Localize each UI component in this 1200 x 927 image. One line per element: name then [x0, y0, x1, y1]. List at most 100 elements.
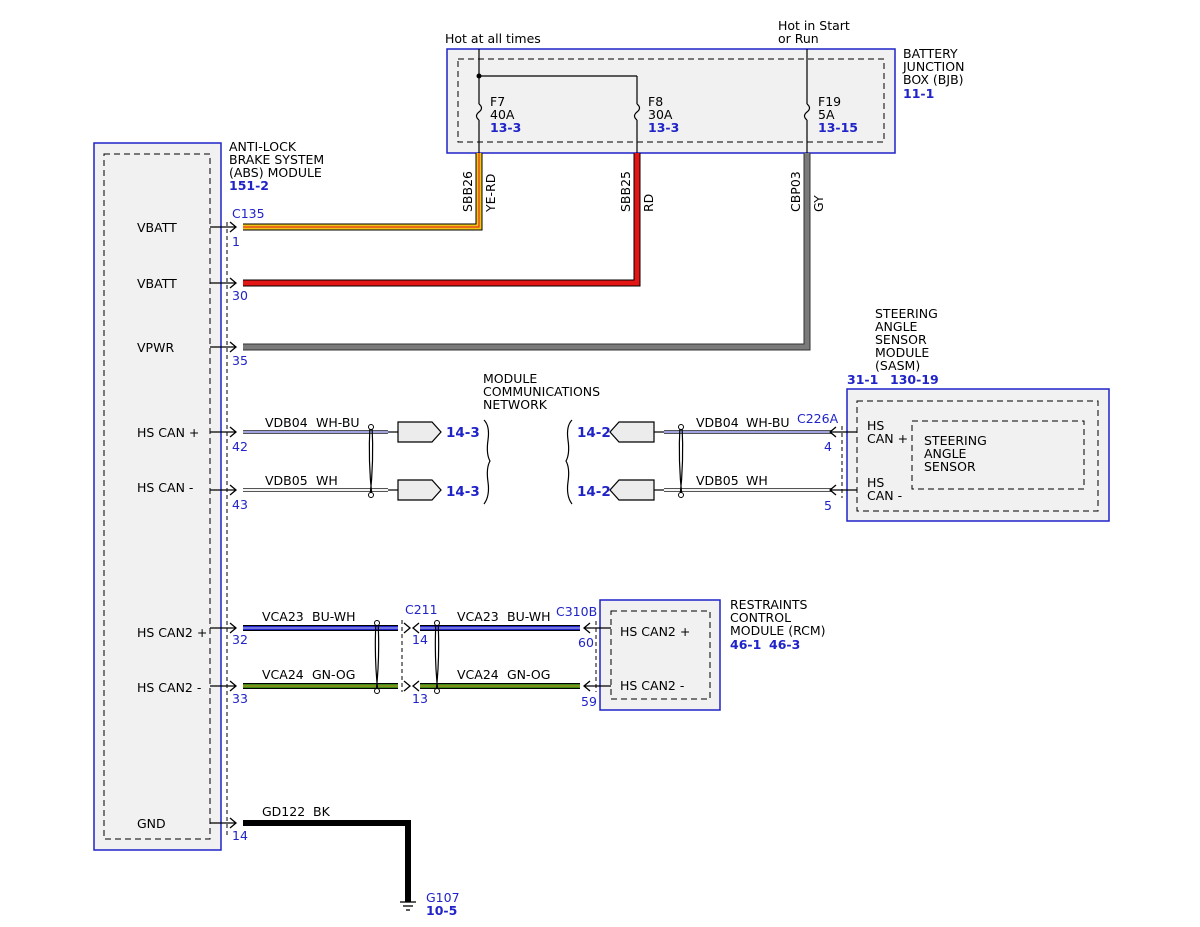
abs-label-2: BRAKE SYSTEM	[229, 152, 324, 167]
ground-icon	[400, 901, 416, 911]
wire-vca24-right-circuit: VCA24	[457, 667, 499, 682]
bjb-internal-bus	[475, 49, 811, 121]
abs-pin-label-vbatt-30: VBATT	[137, 276, 177, 291]
rcm-hscan2-minus: HS CAN2 -	[620, 678, 684, 693]
rcm-pin-59: 59	[581, 694, 597, 709]
rcm-pin-terminals	[582, 622, 611, 692]
wire-vca23-right-circuit: VCA23	[457, 609, 499, 624]
ground-g107: G107	[426, 890, 460, 905]
wire-cbp03	[243, 153, 810, 350]
fuse-f19-name: F19	[818, 94, 841, 109]
network-label-1: MODULE	[483, 371, 537, 386]
wire-sbb25-color: RD	[641, 194, 656, 212]
network-label-3: NETWORK	[483, 397, 548, 412]
abs-pin-1: 1	[232, 234, 240, 249]
sasm-pin-terminals	[828, 426, 857, 496]
network-ref-left-2: 14-3	[446, 484, 480, 500]
abs-label-3: (ABS) MODULE	[229, 165, 322, 180]
wire-sbb25-circuit: SBB25	[618, 171, 633, 212]
wire-sbb26-circuit: SBB26	[460, 171, 475, 212]
abs-pin-label-hscan2-minus: HS CAN2 -	[137, 680, 201, 695]
sasm-hscan-minus-2: CAN -	[867, 488, 902, 503]
ground-ref: 10-5	[426, 903, 457, 918]
sasm-label-2: ANGLE	[875, 319, 918, 334]
wire-vdb05-left-circuit: VDB05	[265, 473, 308, 488]
wire-gd122	[243, 820, 411, 902]
wire-vdb05-left-color: WH	[316, 473, 338, 488]
hot-in-start-label-1: Hot in Start	[778, 18, 850, 33]
sasm-inner-label-2: ANGLE	[924, 446, 967, 461]
network-brace-right-icon	[565, 419, 573, 505]
network-brace-left-icon	[483, 419, 491, 505]
abs-pin-label-hscan2-plus: HS CAN2 +	[137, 625, 207, 640]
wire-vca23-right-color: BU-WH	[507, 609, 551, 624]
sasm-ref-1: 31-1	[847, 372, 878, 387]
fuse-f8-rating: 30A	[648, 107, 673, 122]
fuse-f8-name: F8	[648, 94, 663, 109]
rcm-label-3: MODULE (RCM)	[730, 623, 826, 638]
abs-pin-label-vpwr: VPWR	[137, 340, 174, 355]
hs-can-minus-continuation-flag-right	[609, 479, 655, 501]
bjb-splice-dot	[476, 73, 482, 79]
abs-pin-32: 32	[232, 632, 248, 647]
abs-pin-label-hscan-minus: HS CAN -	[137, 480, 193, 495]
fuse-f7-icon	[475, 103, 483, 121]
wire-cbp03-outline	[243, 153, 811, 351]
wire-vdb05-right-color: WH	[746, 473, 768, 488]
wire-vca24-left-circuit: VCA24	[262, 667, 304, 682]
sasm-hscan-minus-1: HS	[867, 475, 884, 490]
sasm-hscan-plus-2: CAN +	[867, 431, 908, 446]
sasm-connector-c226a: C226A	[797, 411, 839, 426]
sasm-label-5: (SASM)	[875, 358, 920, 373]
wire-vdb04-left-color: WH-BU	[316, 415, 360, 430]
sasm-inner-label-1: STEERING	[924, 433, 987, 448]
wire-sbb25	[243, 153, 640, 286]
rcm-label-1: RESTRAINTS	[730, 597, 808, 612]
hs-can-right-wires	[609, 421, 832, 501]
wire-vca24-left-color: GN-OG	[312, 667, 355, 682]
abs-pin-35: 35	[232, 353, 248, 368]
wire-vca24-right-color: GN-OG	[507, 667, 550, 682]
sasm-label-4: MODULE	[875, 345, 929, 360]
abs-pin-label-hscan-plus: HS CAN +	[137, 425, 199, 440]
abs-pin-terminals	[210, 221, 238, 829]
network-label-2: COMMUNICATIONS	[483, 384, 600, 399]
network-ref-right-1: 14-2	[577, 425, 611, 441]
abs-pin-14: 14	[232, 828, 248, 843]
fuse-f19-ref: 13-15	[818, 120, 858, 135]
rcm-pin-60: 60	[578, 635, 594, 650]
fuse-f8-ref: 13-3	[648, 120, 679, 135]
twisted-pair-right-icon	[678, 424, 684, 498]
hs-can-left-wires	[243, 421, 442, 501]
wire-vdb04-right-color: WH-BU	[746, 415, 790, 430]
bjb-module	[446, 48, 896, 154]
twisted-pair-left-icon	[368, 424, 374, 498]
wire-cbp03-color: GY	[811, 195, 826, 212]
abs-pin-label-vbatt-1: VBATT	[137, 220, 177, 235]
bjb-label-1: BATTERY	[903, 46, 958, 61]
bjb-label-2: JUNCTION	[902, 59, 964, 74]
abs-pin-30: 30	[232, 288, 248, 303]
network-ref-left-1: 14-3	[446, 425, 480, 441]
sasm-label-1: STEERING	[875, 306, 938, 321]
c211-pin-14: 14	[412, 632, 428, 647]
hs-can-minus-continuation-flag-left	[397, 479, 442, 501]
rcm-label-2: CONTROL	[730, 610, 791, 625]
bjb-label-3: BOX (BJB)	[903, 72, 964, 87]
hs-can-plus-continuation-flag-left	[397, 421, 442, 443]
rcm-hscan2-plus: HS CAN2 +	[620, 624, 690, 639]
wire-gd122-circuit: GD122	[262, 804, 305, 819]
wire-vca23-left-color: BU-WH	[312, 609, 356, 624]
rcm-ref-1: 46-1	[730, 637, 761, 652]
abs-module	[93, 142, 222, 851]
twisted-pair-can2-left-icon	[374, 620, 380, 694]
fuse-f7-ref: 13-3	[490, 120, 521, 135]
c211-pin-13: 13	[412, 691, 428, 706]
sasm-hscan-plus-1: HS	[867, 418, 884, 433]
wire-vdb05-right-circuit: VDB05	[696, 473, 739, 488]
abs-label-1: ANTI-LOCK	[229, 139, 297, 154]
sasm-label-3: SENSOR	[875, 332, 927, 347]
hot-in-start-label-2: or Run	[778, 31, 819, 46]
abs-pin-label-gnd: GND	[137, 816, 166, 831]
